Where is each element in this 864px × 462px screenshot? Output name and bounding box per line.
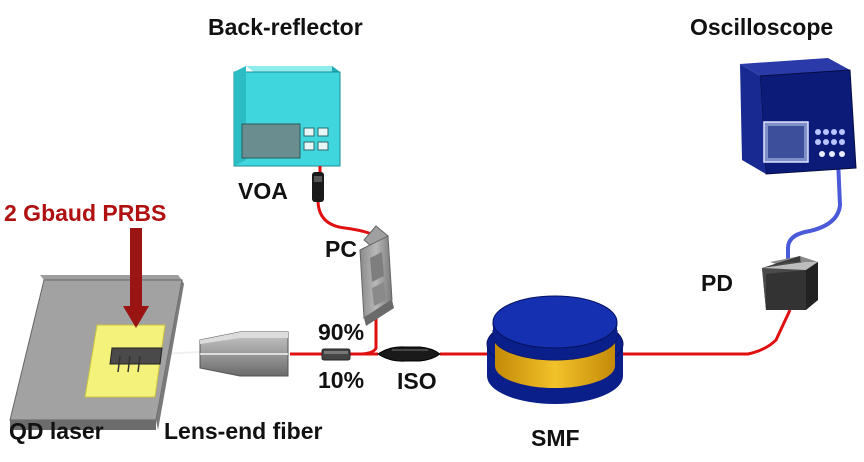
voa-instrument	[233, 66, 341, 202]
back-reflector-label: Back-reflector	[208, 14, 363, 40]
qd-laser-die	[109, 347, 163, 365]
voa-label: VOA	[238, 178, 288, 204]
laser-board	[9, 275, 184, 430]
fiber-smf-pd	[620, 309, 792, 356]
lens-end-fiber	[199, 331, 289, 377]
smf-label: SMF	[531, 425, 580, 451]
prbs-arrow	[123, 228, 149, 328]
ratio-90-label: 90%	[318, 319, 365, 345]
qd-laser-label: QD laser	[9, 418, 104, 444]
pd-label: PD	[701, 270, 733, 296]
isolator	[377, 346, 441, 362]
oscilloscope-label: Oscilloscope	[690, 14, 834, 40]
oscilloscope-instrument	[740, 58, 857, 175]
iso-label: ISO	[397, 368, 437, 394]
polarization-controller	[359, 225, 394, 326]
lens-end-fiber-label: Lens-end fiber	[164, 418, 323, 444]
coupler	[321, 348, 351, 361]
pc-label: PC	[325, 236, 357, 262]
prbs-label: 2 Gbaud PRBS	[4, 200, 167, 226]
photodetector	[762, 256, 818, 310]
ratio-10-label: 10%	[318, 367, 365, 393]
fiber-pd-scope	[786, 159, 843, 262]
smf-spool	[486, 295, 624, 404]
